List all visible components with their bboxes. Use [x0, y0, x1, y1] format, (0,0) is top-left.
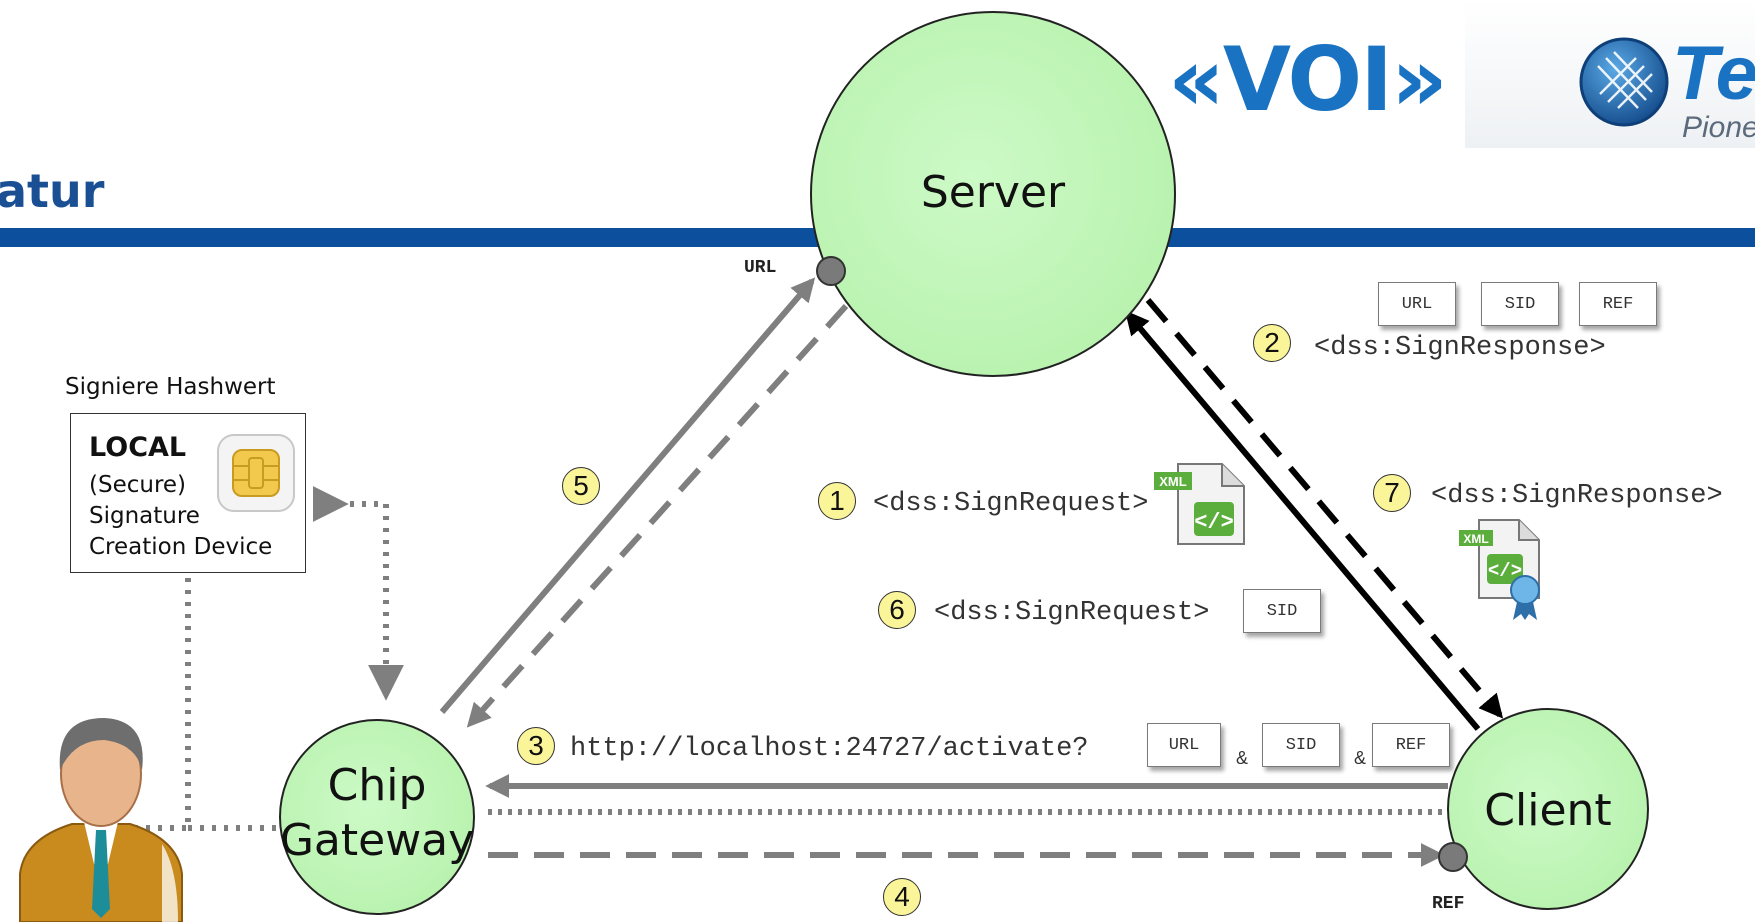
- step-6-sid-tag: SID: [1243, 589, 1321, 633]
- step-7-callout: 7: [1373, 474, 1411, 512]
- step-3-sid-tag: SID: [1262, 723, 1340, 767]
- arrow-client-to-server: [1124, 310, 1481, 731]
- chip-card-icon: [217, 434, 295, 512]
- step-2-callout: 2: [1253, 324, 1291, 362]
- xml-signed-document-icon: XML </>: [1459, 519, 1540, 620]
- step-7-message: <dss:SignResponse>: [1431, 481, 1723, 511]
- local-signature-device: LOCAL (Secure) Signature Creation Device: [70, 413, 306, 573]
- step-2-url-tag: URL: [1378, 282, 1456, 326]
- device-line-local: LOCAL: [89, 432, 187, 463]
- device-line-creation: Creation Device: [89, 534, 273, 560]
- svg-text:XML: XML: [1463, 532, 1488, 546]
- step-5-callout: 5: [562, 467, 600, 505]
- step-3-callout: 3: [517, 727, 555, 765]
- step-2-ref-tag: REF: [1579, 282, 1657, 326]
- step-3-amp-2: &: [1354, 748, 1367, 768]
- step-4-callout: 4: [883, 878, 921, 916]
- xml-document-icon: XML </>: [1154, 463, 1245, 545]
- arrow-gateway-to-server: [439, 277, 816, 714]
- chip-gateway-label-line2: Gateway: [279, 815, 475, 866]
- step-1-callout: 1: [818, 482, 856, 520]
- voi-logo: «VOI»: [1168, 28, 1448, 131]
- arrow-server-to-client: [1145, 298, 1504, 719]
- step-2-sid-tag: SID: [1481, 282, 1559, 326]
- client-node: [1447, 708, 1649, 910]
- svg-text:XML: XML: [1159, 474, 1187, 489]
- server-node: [810, 11, 1176, 377]
- ref-port: [1438, 842, 1468, 872]
- step-6-message: <dss:SignRequest>: [934, 598, 1210, 628]
- svg-text:</>: </>: [1194, 510, 1234, 535]
- url-port-label: URL: [744, 258, 777, 278]
- chip-gateway-label-line1: Chip: [327, 760, 427, 811]
- device-caption: Signiere Hashwert: [65, 374, 276, 400]
- step-6-callout: 6: [878, 591, 916, 629]
- dotted-link-device-gateway: [312, 486, 404, 701]
- svg-text:</>: </>: [1488, 560, 1522, 582]
- server-label: Server: [920, 167, 1066, 218]
- device-line-signature: Signature: [89, 503, 200, 529]
- telesec-logo-text: Tel: [1672, 31, 1755, 116]
- telesec-tagline: Pione: [1682, 111, 1755, 144]
- ref-port-label: REF: [1432, 894, 1465, 914]
- slide-title: atur: [0, 164, 105, 218]
- chip-gateway-node: [279, 719, 475, 915]
- telesec-logo-icon: [1579, 37, 1669, 127]
- step-3-message: http://localhost:24727/activate?: [570, 734, 1089, 764]
- step-3-amp-1: &: [1236, 748, 1249, 768]
- step-1-message: <dss:SignRequest>: [873, 489, 1149, 519]
- step-3-ref-tag: REF: [1372, 723, 1450, 767]
- client-label: Client: [1484, 785, 1612, 836]
- step-3-url-tag: URL: [1147, 723, 1221, 767]
- device-line-secure: (Secure): [89, 472, 187, 498]
- url-port: [816, 256, 846, 286]
- step-2-message: <dss:SignResponse>: [1314, 333, 1606, 363]
- arrow-server-to-gateway: [466, 303, 849, 728]
- user-avatar-icon: [19, 718, 183, 922]
